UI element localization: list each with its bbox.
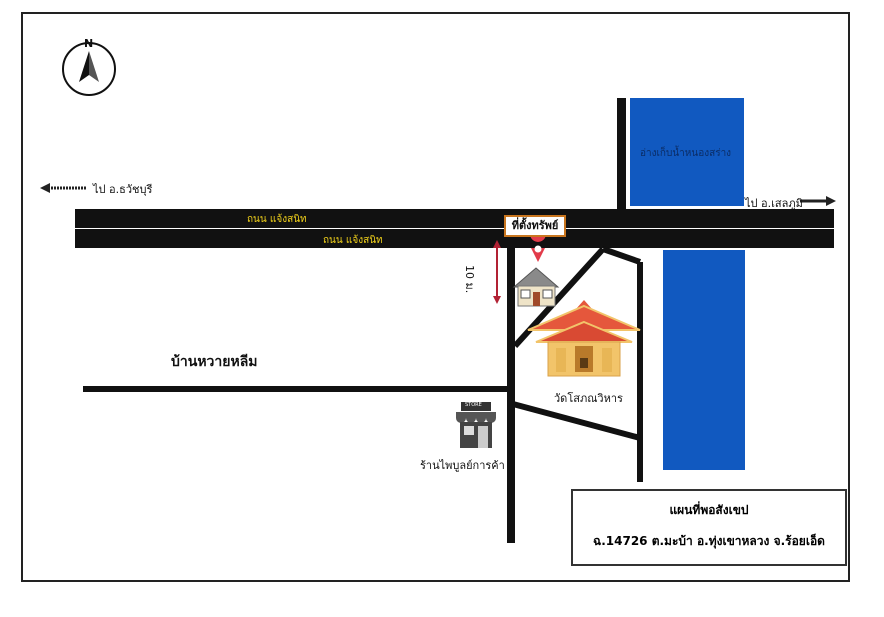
house-icon — [512, 267, 560, 307]
distance-label: 10 ม. — [463, 265, 476, 294]
south-road — [507, 248, 515, 543]
temple-label: วัดโสภณวิหาร — [554, 392, 623, 405]
compass-north-icon — [62, 42, 116, 96]
store-sign-label: STORE — [465, 402, 482, 408]
shop-label: ร้านไพบูลย์การค้า — [420, 459, 505, 472]
north-road — [617, 98, 626, 210]
temple-road-bottom — [512, 401, 641, 441]
reservoir-bottom — [663, 250, 745, 470]
reservoir-label: อ่างเก็บน้ำหนองสร่าง — [640, 148, 732, 159]
store-icon — [456, 402, 496, 448]
reservoir-top — [630, 98, 744, 206]
direction-east-label: ไป อ.เสลภูมิ — [745, 197, 803, 210]
legend-location: ฉ.14726 ต.มะบ้า อ.ทุ่งเขาหลวง จ.ร้อยเอ็ด — [593, 534, 825, 548]
village-label: บ้านหวายหลีม — [171, 354, 258, 370]
map-frame — [21, 12, 850, 582]
temple-icon — [527, 300, 641, 377]
legend-title: แผนที่พอสังเขป — [669, 503, 749, 517]
distance-arrow-icon — [493, 240, 501, 304]
temple-road-top — [602, 246, 641, 265]
arrow-left-icon — [40, 183, 87, 193]
compass-north-label: N — [84, 37, 94, 50]
property-location-label: ที่ตั้งทรัพย์ — [504, 215, 566, 237]
direction-west-label: ไป อ.ธวัชบุรี — [93, 183, 153, 196]
arrow-right-icon — [800, 196, 836, 206]
road-name-bottom: ถนน แจ้งสนิท — [323, 235, 383, 246]
road-name-top: ถนน แจ้งสนิท — [247, 214, 307, 225]
legend-box: แผนที่พอสังเขป ฉ.14726 ต.มะบ้า อ.ทุ่งเขา… — [571, 489, 847, 566]
